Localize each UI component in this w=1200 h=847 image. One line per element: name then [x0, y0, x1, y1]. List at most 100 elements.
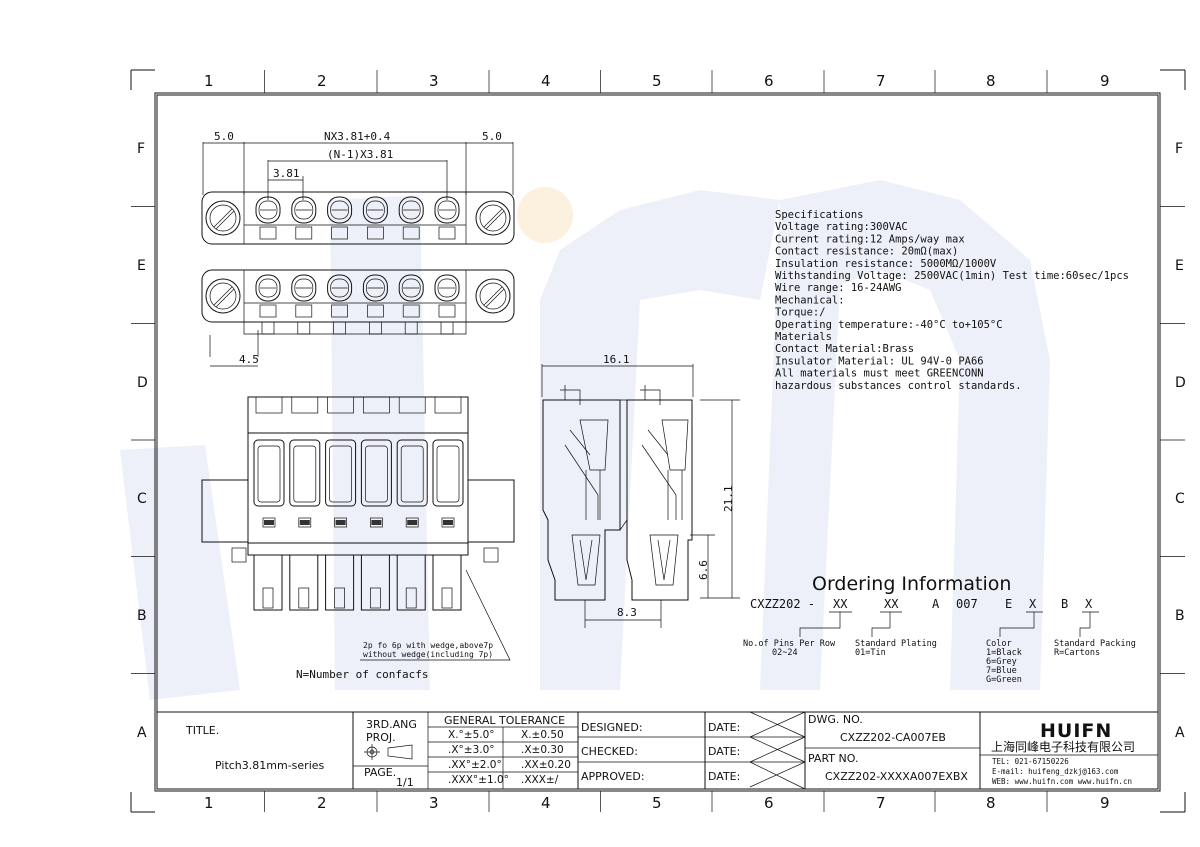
column-label-top: 4: [541, 72, 551, 90]
terminal-slot: [289, 396, 321, 611]
color-value-3: 7=Blue: [986, 666, 1017, 676]
dim-pitch: 3.81: [273, 167, 300, 180]
terminal-slot: [325, 396, 357, 611]
terminal-slot: [253, 396, 285, 611]
dim-inner: (N-1)X3.81: [327, 148, 393, 161]
column-label-top: 1: [204, 72, 214, 90]
proj-label-2: PROJ.: [366, 731, 396, 744]
pack-value: R=Cartons: [1054, 648, 1100, 658]
row-label-left: A: [137, 725, 147, 741]
code-e: E: [1005, 597, 1012, 611]
designed-label: DESIGNED:: [581, 721, 643, 734]
column-label-top: 3: [429, 72, 439, 90]
tolerance-linear: .XX±0.20: [521, 759, 571, 771]
spec-line: Specifications: [775, 209, 864, 221]
drawing-frame: [130, 69, 1186, 813]
column-label-bottom: 5: [652, 794, 662, 812]
color-value-4: G=Green: [986, 675, 1022, 685]
row-label-left: F: [137, 141, 145, 157]
dwg-value: CXZZ202-CA007EB: [840, 731, 946, 744]
title-value: Pitch3.81mm-series: [215, 759, 325, 772]
code-a: A: [932, 597, 940, 611]
column-label-bottom: 9: [1100, 794, 1110, 812]
spec-line: hazardous substances control standards.: [775, 380, 1022, 392]
column-label-bottom: 3: [429, 794, 439, 812]
wedge-note-1: 2p fo 6p with wedge,above7p: [363, 641, 493, 650]
top-view-row: [201, 191, 515, 245]
code-num: 007: [956, 597, 978, 611]
part-value: CXZZ202-XXXXA007EXBX: [825, 770, 968, 783]
row-label-right: E: [1175, 258, 1184, 274]
side-view: 16.1 21.1 6.6 8.3: [541, 353, 740, 628]
column-label-top: 7: [876, 72, 886, 90]
contacts-note: N=Number of confacfs: [296, 668, 428, 681]
tolerance-linear: .X±0.30: [521, 744, 564, 756]
row-label-right: F: [1175, 141, 1183, 157]
code-plating: XX: [884, 597, 899, 611]
column-label-top: 8: [986, 72, 996, 90]
title-label: TITLE.: [185, 724, 219, 737]
pins-label: No.of Pins Per Row: [743, 639, 836, 649]
column-label-bottom: 1: [204, 794, 214, 812]
terminal-slot: [396, 396, 428, 611]
row-label-left: E: [137, 258, 146, 274]
spec-line: Contact Material:Brass: [775, 343, 914, 355]
ordering-information: Ordering Information CXZZ202 - XX XX A 0…: [743, 573, 1136, 685]
page-value: 1/1: [396, 776, 414, 789]
color-value-2: 6=Grey: [986, 657, 1017, 667]
dim-screw-offset: 4.5: [239, 353, 259, 366]
ordering-title: Ordering Information: [812, 573, 1011, 595]
terminal-slot: [432, 396, 464, 611]
column-label-top: 9: [1100, 72, 1110, 90]
front-view: 2p fo 6p with wedge,above7p without wedg…: [201, 396, 515, 681]
row-label-right: A: [1175, 725, 1185, 741]
top-view-row: [201, 269, 515, 335]
row-label-left: B: [137, 608, 147, 624]
company-name: 上海同峰电子科技有限公司: [991, 739, 1135, 754]
spec-line: Voltage rating:300VAC: [775, 221, 908, 233]
code-b: B: [1061, 597, 1068, 611]
code-color: X: [1029, 597, 1037, 611]
row-label-left: D: [137, 375, 148, 391]
dim-left-edge: 5.0: [214, 130, 234, 143]
plating-label: Standard Plating: [855, 639, 937, 649]
spec-line: Withstanding Voltage: 2500VAC(1min) Test…: [775, 270, 1129, 282]
designed-date-label: DATE:: [708, 721, 740, 734]
color-label: Color: [986, 639, 1012, 649]
company-web: WEB: www.huifn.com www.huifn.cn: [992, 777, 1132, 786]
spec-line: Current rating:12 Amps/way max: [775, 233, 965, 245]
pack-label: Standard Packing: [1054, 639, 1136, 649]
tolerance-angle: .X°±3.0°: [448, 744, 495, 756]
column-label-top: 2: [317, 72, 327, 90]
spec-line: Mechanical:: [775, 294, 845, 306]
row-label-right: D: [1175, 375, 1186, 391]
column-label-bottom: 7: [876, 794, 886, 812]
code-prefix: CXZZ202 -: [750, 597, 815, 611]
watermark: [120, 180, 1050, 700]
company-tel: TEL: 021-67150226: [992, 757, 1069, 766]
spec-line: Operating temperature:-40°C to+105°C: [775, 319, 1003, 331]
pins-value: 02~24: [772, 648, 798, 658]
company-email: E-mail: huifeng_dzkj@163.com: [992, 767, 1119, 776]
spec-line: Materials: [775, 331, 832, 343]
plating-value: 01=Tin: [855, 648, 886, 658]
code-pack: X: [1085, 597, 1093, 611]
terminal-slot: [360, 396, 392, 611]
tolerance-linear: .XXX±/: [521, 774, 559, 786]
spec-line: Torque:/: [775, 307, 826, 319]
tolerance-angle: .XXX°±1.0°: [448, 774, 509, 786]
approved-date-label: DATE:: [708, 770, 740, 783]
spec-line: All materials must meet GREENCONN: [775, 368, 984, 380]
dim-side-width: 16.1: [603, 353, 630, 366]
approved-label: APPROVED:: [581, 770, 645, 783]
spec-line: Wire range: 16-24AWG: [775, 282, 901, 294]
row-label-left: C: [137, 491, 147, 507]
column-label-bottom: 4: [541, 794, 551, 812]
spec-line: Insulator Material: UL 94V-0 PA66: [775, 355, 984, 367]
tolerance-header: GENERAL TOLERANCE: [444, 714, 565, 727]
